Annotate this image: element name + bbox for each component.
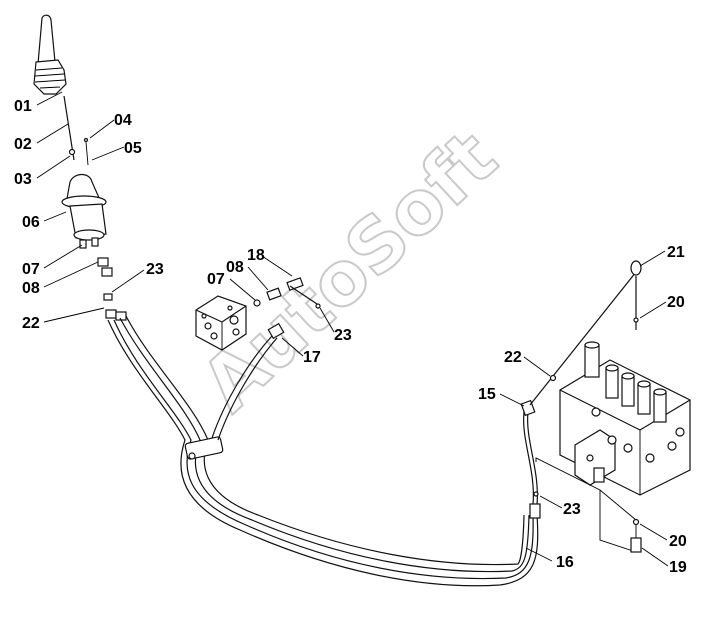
callout-22-joystick: 22 bbox=[22, 315, 40, 332]
joystick-grip bbox=[37, 14, 56, 65]
callout-16: 16 bbox=[556, 554, 574, 571]
callout-04: 04 bbox=[114, 112, 132, 129]
callout-03: 03 bbox=[14, 171, 32, 188]
callout-05: 05 bbox=[124, 140, 142, 157]
callout-17: 17 bbox=[303, 349, 321, 366]
hose-clamp bbox=[184, 436, 224, 460]
callout-07-joystick: 07 bbox=[22, 261, 40, 278]
callout-19: 19 bbox=[669, 559, 687, 576]
joystick-gaiter bbox=[33, 59, 67, 95]
callout-23-joystick: 23 bbox=[146, 261, 164, 278]
main-control-valve bbox=[559, 341, 691, 496]
leader-lines bbox=[36, 91, 669, 567]
shuttle-valve-block bbox=[195, 277, 321, 441]
pilot-hoses bbox=[107, 315, 539, 587]
callout-21: 21 bbox=[667, 244, 685, 261]
callout-01: 01 bbox=[14, 98, 32, 115]
callout-07-block: 07 bbox=[207, 271, 225, 288]
callout-06: 06 bbox=[22, 214, 40, 231]
pilot-valve-body bbox=[69, 203, 107, 239]
callout-23-block: 23 bbox=[334, 327, 352, 344]
joystick-assembly bbox=[33, 14, 127, 321]
callout-02: 02 bbox=[14, 136, 32, 153]
callout-08-joystick: 08 bbox=[22, 280, 40, 297]
callout-22-valve: 22 bbox=[504, 349, 522, 366]
callout-23-valve: 23 bbox=[563, 501, 581, 518]
callout-15: 15 bbox=[478, 386, 496, 403]
callout-20-bottom: 20 bbox=[669, 533, 687, 550]
hose-16 bbox=[520, 399, 541, 519]
callouts: 01 02 03 04 05 06 07 08 23 22 18 07 08 2… bbox=[14, 98, 687, 576]
callout-08-block: 08 bbox=[226, 259, 244, 276]
pilot-line-21 bbox=[529, 260, 642, 553]
callout-20-top: 20 bbox=[667, 294, 685, 311]
callout-18: 18 bbox=[247, 247, 265, 264]
